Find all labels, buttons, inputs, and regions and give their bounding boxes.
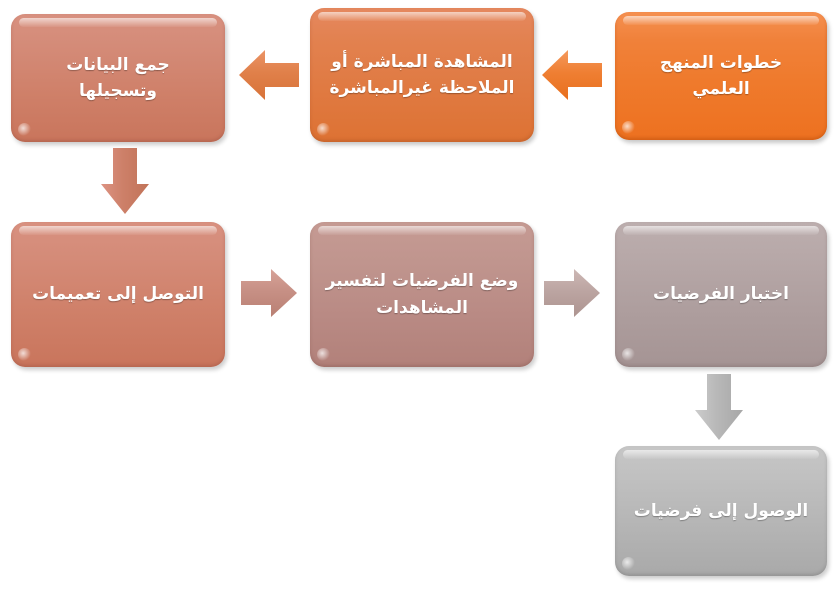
flow-node-label: المشاهدة المباشرة أو الملاحظة غيرالمباشر… xyxy=(329,51,515,98)
flow-node-collect-data[interactable]: جمع البيانات وتسجيلها xyxy=(11,14,225,142)
arrow-down-icon-2 xyxy=(693,374,745,440)
arrow-right-icon-2 xyxy=(544,267,600,319)
arrow-left-icon-1 xyxy=(542,48,602,102)
flow-node-formulate-hypotheses[interactable]: وضع الفرضيات لتفسير المشاهدات xyxy=(310,222,534,367)
flow-node-label: خطوات المنهج العلمي xyxy=(659,52,783,99)
flow-node-label: وضع الفرضيات لتفسير المشاهدات xyxy=(325,271,519,318)
flow-node-test-hypotheses[interactable]: اختبار الفرضيات xyxy=(615,222,827,367)
arrow-left-icon-2 xyxy=(239,48,299,102)
flow-node-label: الوصول إلى فرضيات xyxy=(633,500,809,521)
flow-node-label: التوصل إلى تعميمات xyxy=(32,284,204,305)
flow-node-reach-hypotheses[interactable]: الوصول إلى فرضيات xyxy=(615,446,827,576)
arrow-down-icon-1 xyxy=(99,148,151,214)
flow-node-scientific-method-steps[interactable]: خطوات المنهج العلمي xyxy=(615,12,827,140)
flow-node-generalizations[interactable]: التوصل إلى تعميمات xyxy=(11,222,225,367)
flow-node-observation[interactable]: المشاهدة المباشرة أو الملاحظة غيرالمباشر… xyxy=(310,8,534,142)
flow-node-label: اختبار الفرضيات xyxy=(653,284,789,305)
arrow-right-icon-1 xyxy=(241,267,297,319)
flow-node-label: جمع البيانات وتسجيلها xyxy=(66,54,170,101)
